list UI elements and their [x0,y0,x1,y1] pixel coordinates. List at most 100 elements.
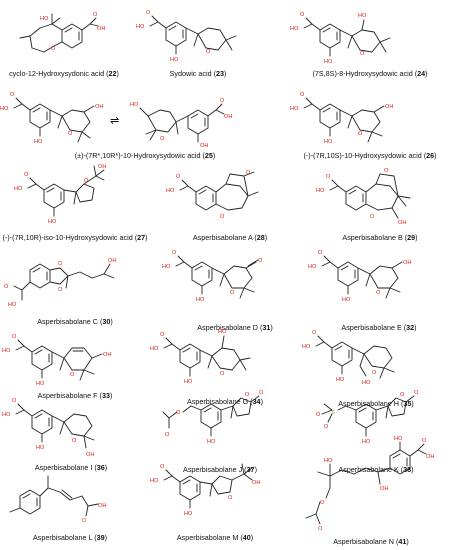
oxygen-label: O [10,92,15,98]
structure-39: OH O [9,475,106,524]
oxygen-label: O [370,214,375,220]
hydroxyl-label: HO [34,139,43,145]
oxygen-label: O [358,131,363,137]
hydroxyl-label: HO [136,24,145,30]
oxygen-label: O [12,334,17,340]
oxygen-label: O [58,261,63,267]
hydroxyl-label: HO [36,381,45,387]
hydroxyl-label: OH [380,486,388,492]
oxygen-label: O [400,392,405,398]
structure-25: O HO HO OH O HO O OH O OH [0,92,232,149]
oxygen-label: O [220,214,225,220]
caption-31: Asperbisabolane D (31) [197,323,273,332]
caption-32: Asperbisabolane E (32) [341,323,417,332]
hydroxyl-label: HO [2,348,11,354]
hydroxyl-label: OH [398,220,406,226]
caption-23: Sydowic acid (23) [169,69,227,78]
hydroxyl-label: OH [108,258,116,264]
structure-24: O HO HO HO O [290,12,391,65]
oxygen-label: O [376,290,381,296]
oxygen-label: O [318,250,323,256]
structure-23: O HO HO O [136,10,237,63]
oxygen-label: O [300,92,305,98]
compound-26: O HO HO OH O (-)-(7R,10S)-10-Hydroxysydo… [290,84,450,160]
oxygen-label: O [316,412,321,418]
hydroxyl-label: HO [14,186,23,192]
hydroxyl-label: OH [97,26,105,32]
hydroxyl-label: HO [342,297,351,303]
caption-33: Asperbisabolane F (33) [37,391,113,400]
caption-30: Asperbisabolane C (30) [37,317,113,326]
compound-39: OH O Asperbisabolane L (39) [0,462,140,548]
oxygen-label: O [320,500,325,506]
oxygen-label: O [84,178,89,184]
oxygen-label: O [414,390,419,396]
compound-28: O HO O O Asperbisabolane A (28) [160,162,300,246]
oxygen-label: O [220,371,225,377]
oxygen-label: O [12,398,17,404]
hydroxyl-label: HO [170,57,179,63]
oxygen-label: O [172,250,177,256]
hydroxyl-label: HO [2,412,11,418]
structure-36: O HO HO OH O [2,398,95,458]
hydroxyl-label: HO [150,478,159,484]
hydroxyl-label: HO [166,188,175,194]
oxygen-label: O [384,168,389,174]
equilibrium-arrow-icon: ⇌ [110,115,120,127]
hydroxyl-label: OH [98,164,106,170]
hydroxyl-label: OH [224,114,232,120]
oxygen-label: O [160,464,165,470]
structure-41: HO O OH OH HO O O [305,436,434,532]
oxygen-label: O [220,98,225,104]
compound-22: HO O O OH cyclo-12-Hydroxysydonic acid (… [0,4,128,80]
structure-29: O HO O O OH [316,168,411,226]
caption-40: Asperbisabolane M (40) [176,533,254,542]
structure-40: O HO HO O OH [150,463,260,517]
caption-26: (-)-(7R,10S)-10-Hydroxysydowic acid (26) [303,151,437,160]
compound-35: O HO HO HO O Asperbisabolane H (35) [300,318,452,412]
compound-41: HO O OH OH HO O O Asperbisabolane N (41) [290,426,452,548]
hydroxyl-label: HO [130,102,139,108]
oxygen-label: O [68,131,73,137]
structure-35: O HO HO HO O [302,330,395,386]
hydroxyl-label: HO [0,106,9,112]
oxygen-label: O [24,172,29,178]
compound-25: O HO HO OH O HO O OH O OH ⇌ (±)-(7R*,10R… [0,84,290,160]
hydroxyl-label: HO [184,511,193,517]
structure-37: O O HO O O [162,390,264,445]
hydroxyl-label: OH [95,104,103,110]
oxygen-label: O [360,51,365,57]
oxygen-label: O [300,12,305,18]
oxygen-label: O [206,49,211,55]
hydroxyl-label: HO [8,302,17,308]
oxygen-label: O [160,332,165,338]
caption-29: Asperbisabolane B (29) [342,233,418,242]
hydroxyl-label: OH [98,503,106,509]
compound-33: O HO HO OH O Asperbisabolane F (33) [0,318,150,408]
oxygen-label: O [72,438,77,444]
hydroxyl-label: HO [290,106,299,112]
hydroxyl-label: HO [308,264,317,270]
hydroxyl-label: HO [394,436,403,442]
structure-28: O HO O O [166,170,259,220]
hydroxyl-label: HO [196,297,205,303]
hydroxyl-label: OH [252,480,260,486]
oxygen-label: O [146,10,151,16]
hydroxyl-label: OH [426,454,434,460]
compound-24: O HO HO HO O (7S,8S)-8-Hydroxysydowic ac… [290,4,450,80]
oxygen-label: O [246,170,251,176]
hydroxyl-label: HO [302,344,311,350]
oxygen-label: O [245,392,250,398]
caption-24: (7S,8S)-8-Hydroxysydowic acid (24) [312,69,428,78]
caption-35: Asperbisabolane H (35) [338,399,414,408]
oxygen-label: O [165,432,170,438]
oxygen-label: O [312,330,317,336]
oxygen-label: O [160,136,165,142]
hydroxyl-label: HO [316,188,325,194]
hydroxyl-label: OH [385,104,393,110]
compound-36: O HO HO OH O Asperbisabolane I (36) [0,386,142,478]
hydroxyl-label: HO [324,59,333,65]
hydroxyl-label: HO [36,445,45,451]
oxygen-label: O [51,46,56,52]
